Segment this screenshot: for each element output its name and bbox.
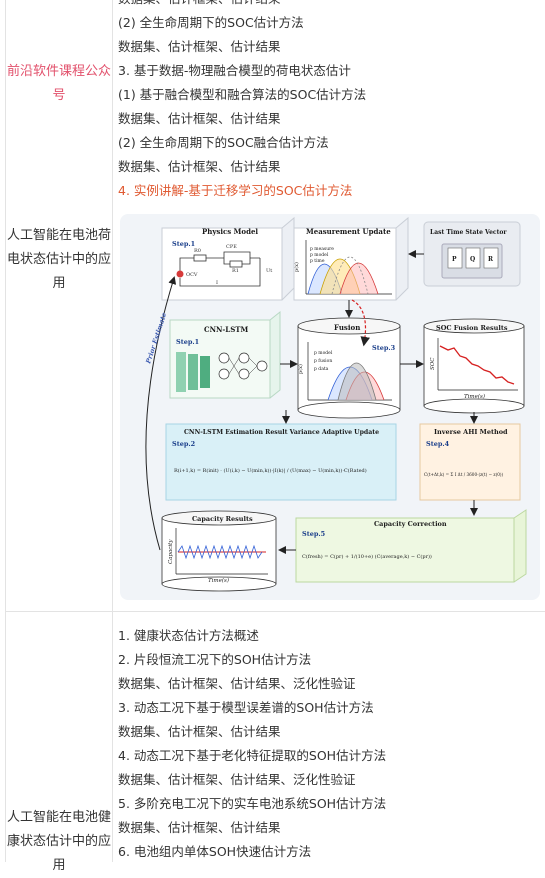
measurement-update-title: Measurement Update bbox=[306, 227, 391, 236]
list-item: 数据集、估计框架、估计结果、泛化性验证 bbox=[118, 676, 356, 691]
step2-label: Step.2 bbox=[172, 440, 195, 448]
soc-results-title: SOC Fusion Results bbox=[436, 324, 508, 332]
list-item: (2) 全生命周期下的SOC融合估计方法 bbox=[118, 135, 329, 150]
list-item: 数据集、估计框架、估计结果、泛化性验证 bbox=[118, 772, 356, 787]
list-item: 4. 动态工况下基于老化特征提取的SOH估计方法 bbox=[118, 748, 387, 763]
brand-watermark: 前沿软件课程公众号 bbox=[6, 64, 111, 103]
inverse-ahi-title: Inverse AHI Method bbox=[434, 428, 508, 436]
step1-label: Step.1 bbox=[172, 240, 195, 248]
capacity-equation: C(fresh) = C(pr) + 1/(10+e) (C(average,k… bbox=[302, 553, 432, 560]
variance-update-panel: CNN-LSTM Estimation Result Variance Adap… bbox=[165, 423, 397, 501]
list-item: 数据集、估计框架、估计结果 bbox=[118, 724, 281, 739]
state-vector-panel: Last Time State Vector P Q R bbox=[423, 221, 521, 287]
state-key-p: P bbox=[452, 256, 457, 263]
circuit-r1-label: R1 bbox=[232, 268, 239, 274]
step4-label: Step.4 bbox=[426, 440, 450, 448]
list-item: 数据集、估计框架、估计结果 bbox=[118, 111, 281, 126]
state-vector-title: Last Time State Vector bbox=[430, 229, 507, 236]
section1-item-list: 数据集、估计框架、估计结果 (2) 全生命周期下的SOC估计方法 数据集、估计框… bbox=[118, 0, 538, 203]
fusion-legend-model: p model bbox=[314, 350, 333, 356]
legend-model: p model bbox=[310, 252, 329, 258]
physics-model-title: Physics Model bbox=[202, 227, 258, 236]
measurement-axis-label: p(x) bbox=[293, 262, 300, 272]
circuit-i-label: I bbox=[216, 280, 218, 286]
capacity-correction-panel: Capacity Correction Step.5 C(fresh) = C(… bbox=[295, 509, 527, 583]
soc-x-axis-label: Time(s) bbox=[464, 393, 485, 400]
list-item: 3. 基于数据-物理融合模型的荷电状态估计 bbox=[118, 63, 351, 78]
ahi-equation: C(t+Δt,k) = Σ I Δt / 3600·(z(t) − z(0)) bbox=[424, 472, 504, 477]
fusion-axis-label: p(x) bbox=[297, 364, 304, 374]
list-item: 1. 健康状态估计方法概述 bbox=[118, 628, 259, 643]
capacity-correction-title: Capacity Correction bbox=[374, 520, 447, 528]
table-border-left bbox=[5, 0, 6, 862]
section2-label: 人工智能在电池健康状态估计中的应用 bbox=[6, 810, 111, 873]
prior-estimate-label: Prior Estimate bbox=[144, 312, 168, 366]
list-item: 3. 动态工况下基于模型误差谱的SOH估计方法 bbox=[118, 700, 374, 715]
legend-measure: p measure bbox=[310, 247, 334, 252]
circuit-cpe-label: CPE bbox=[226, 244, 237, 250]
soc-y-axis-label: SOC bbox=[430, 357, 436, 370]
list-item: 数据集、估计框架、估计结果 bbox=[118, 159, 281, 174]
capacity-y-axis-label: Capacity bbox=[168, 539, 174, 564]
list-item: 数据集、估计框架、估计结果 bbox=[118, 820, 281, 835]
cnn-lstm-panel: CNN-LSTM Step.1 bbox=[169, 310, 281, 399]
capacity-x-axis-label: Time(s) bbox=[208, 577, 229, 584]
circuit-ocv-label: OCV bbox=[186, 272, 198, 278]
fusion-legend-data: p data bbox=[314, 366, 329, 372]
list-item: 2. 片段恒流工况下的SOH估计方法 bbox=[118, 652, 312, 667]
fusion-panel: Fusion Step.3 p model p fusion p data p(… bbox=[297, 317, 401, 419]
step3-label: Step.3 bbox=[372, 344, 396, 352]
circuit-r0-label: R0 bbox=[194, 248, 201, 254]
fusion-title: Fusion bbox=[334, 323, 360, 332]
legend-time: p time bbox=[310, 258, 325, 264]
inverse-ahi-panel: Inverse AHI Method Step.4 C(t+Δt,k) = Σ … bbox=[419, 423, 521, 501]
table-column-divider bbox=[112, 0, 113, 862]
soc-fusion-framework-figure: Physics Model Step.1 OCV R0 CPE R1 Ut I … bbox=[120, 214, 540, 600]
section1-label: 人工智能在电池荷电状态估计中的应用 bbox=[6, 228, 111, 291]
variance-equation: R(i+1,k) = R(init) · (U(i,k) − U(min,k))… bbox=[174, 467, 367, 474]
list-item: (2) 全生命周期下的SOC估计方法 bbox=[118, 15, 304, 30]
list-item: 6. 电池组内单体SOH快速估计方法 bbox=[118, 844, 312, 859]
circuit-ut-label: Ut bbox=[266, 268, 272, 274]
soc-results-panel: SOC Fusion Results Time(s) SOC bbox=[423, 318, 525, 414]
capacity-results-panel: Capacity Results Time(s) Capacity bbox=[161, 510, 277, 592]
list-item: 5. 多阶充电工况下的实车电池系统SOH估计方法 bbox=[118, 796, 387, 811]
table-row-divider bbox=[5, 611, 545, 612]
state-key-q: Q bbox=[470, 256, 475, 263]
cnn-lstm-title: CNN-LSTM bbox=[204, 325, 248, 334]
list-item-highlight: 4. 实例讲解-基于迁移学习的SOC估计方法 bbox=[118, 183, 353, 198]
list-item: 数据集、估计框架、估计结果 bbox=[118, 39, 281, 54]
step5-label: Step.5 bbox=[302, 530, 326, 538]
fusion-legend-fusion: p fusion bbox=[314, 358, 332, 364]
variance-update-title: CNN-LSTM Estimation Result Variance Adap… bbox=[184, 429, 379, 436]
capacity-results-title: Capacity Results bbox=[192, 515, 253, 523]
section2-item-list: 1. 健康状态估计方法概述 2. 片段恒流工况下的SOH估计方法 数据集、估计框… bbox=[118, 624, 538, 864]
physics-model-panel: Physics Model Step.1 OCV R0 CPE R1 Ut I bbox=[161, 216, 295, 301]
state-key-r: R bbox=[488, 256, 494, 263]
step1-cnn-label: Step.1 bbox=[176, 338, 199, 346]
list-item: (1) 基于融合模型和融合算法的SOC估计方法 bbox=[118, 87, 367, 102]
list-item: 数据集、估计框架、估计结果 bbox=[118, 0, 538, 11]
measurement-update-panel: Measurement Update p measure p model p t… bbox=[293, 216, 409, 301]
